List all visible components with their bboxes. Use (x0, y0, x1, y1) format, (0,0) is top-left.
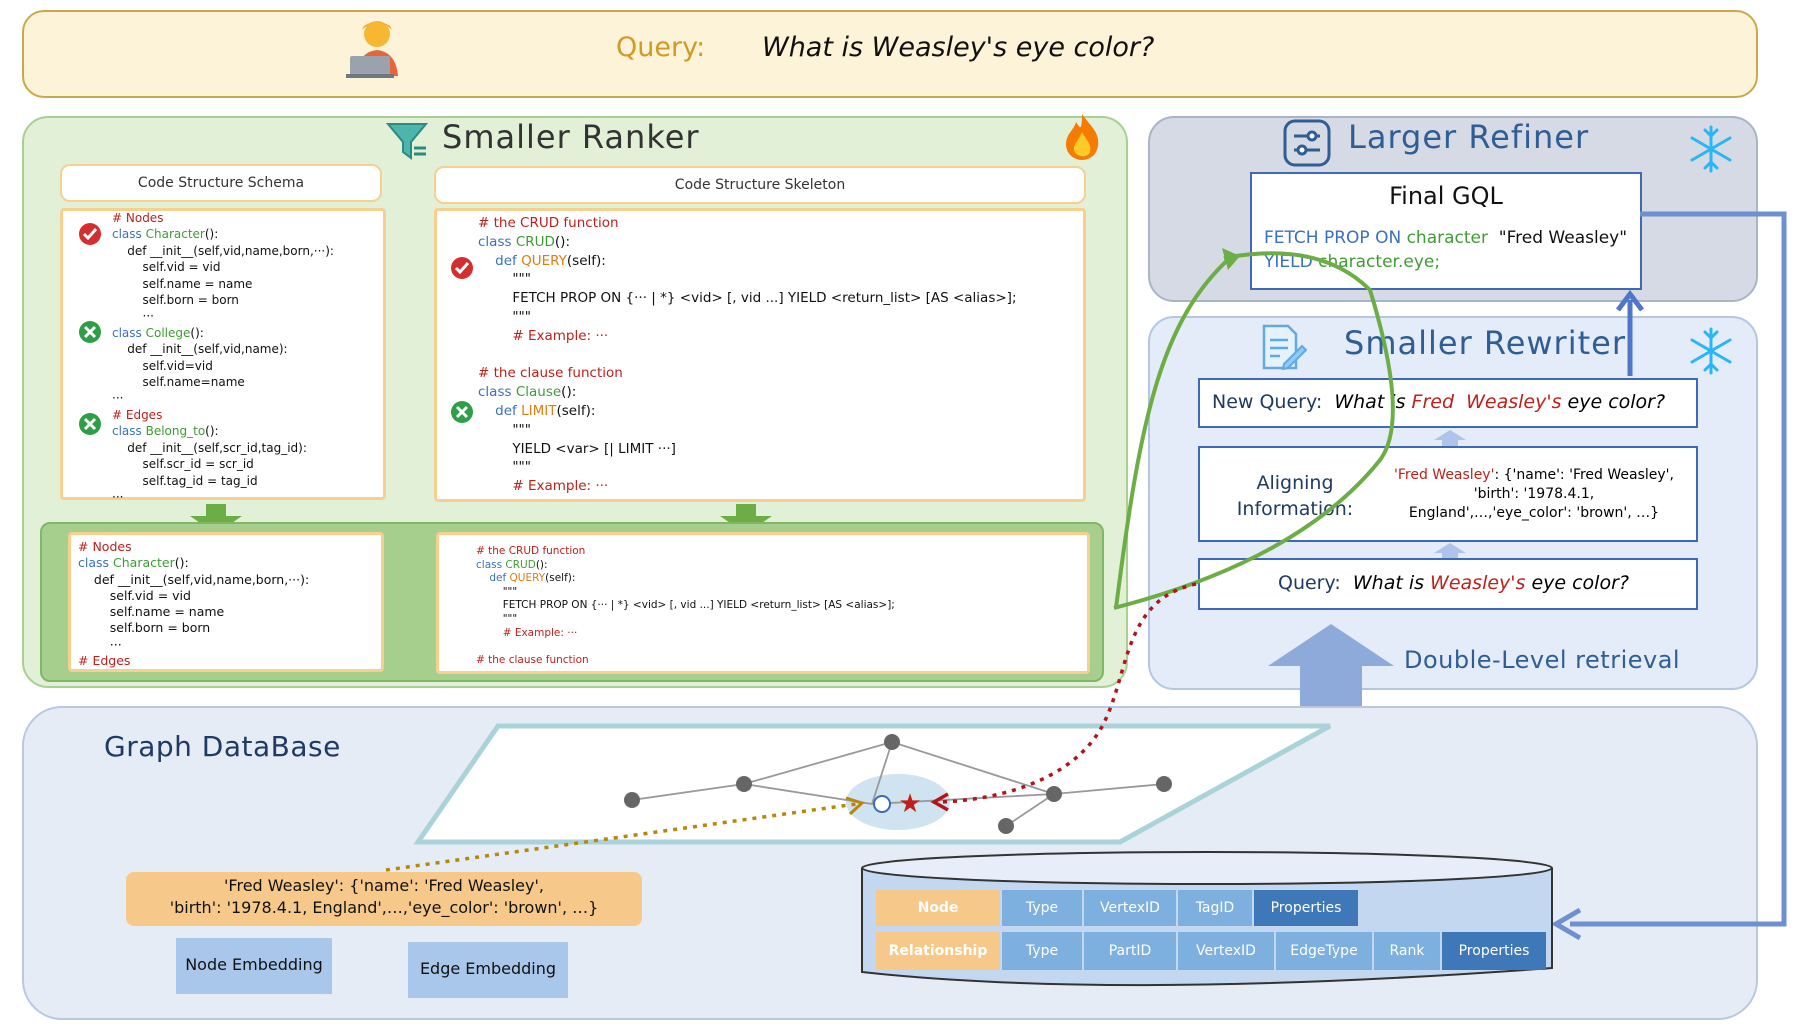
filter-icon (385, 123, 429, 160)
query-label: Query: (616, 32, 706, 63)
pruned-schema-code: # Nodes class Character(): def __init__(… (78, 539, 310, 669)
new-query-fred: Fred (1411, 391, 1455, 413)
final-gql-title: Final GQL (1389, 182, 1503, 210)
double-level-retrieval-label: Double-Level retrieval (1404, 646, 1681, 674)
pruned-skeleton-box (436, 532, 1090, 674)
graph-database-title: Graph DataBase (104, 730, 341, 763)
edge-embedding-box: Edge Embedding (408, 942, 568, 998)
table-row-label-node: Node (876, 890, 1000, 926)
snowflake-icon (1690, 125, 1732, 173)
original-query-text-end: eye color? (1531, 572, 1629, 594)
gql-vid: "Fred Weasley" (1498, 228, 1628, 248)
cross-icon (79, 413, 101, 435)
star-icon: ★ (898, 789, 921, 819)
table-cell: VertexID (1178, 932, 1274, 970)
final-gql-box (1250, 172, 1642, 290)
code-structure-schema-header: Code Structure Schema (60, 164, 382, 202)
up-arrow-icon (1434, 430, 1466, 448)
align-key: 'Fred Weasley' (1394, 467, 1495, 483)
fred-weasley-line-2: 'birth': '1978.4.1, England',…,'eye_colo… (169, 898, 599, 917)
ranker-to-refiner-arrow (1114, 254, 1234, 609)
table-cell: Type (1002, 932, 1082, 970)
table-cell: TagID (1178, 890, 1252, 926)
document-edit-icon (1262, 324, 1308, 371)
new-query-text: What is (1334, 391, 1406, 413)
code-structure-skeleton-header: Code Structure Skeleton (434, 166, 1086, 204)
final-gql-line-1: FETCH PROP ON character "Fred Weasley" (1264, 228, 1627, 248)
original-query-label: Query: (1278, 572, 1341, 594)
check-icon (451, 257, 473, 279)
graph-nodes (624, 734, 1172, 834)
cross-icon (79, 321, 101, 343)
fred-weasley-line-1: 'Fred Weasley': {'name': 'Fred Weasley', (224, 876, 544, 895)
table-row-label-relationship: Relationship (876, 932, 1000, 970)
gql-property: character.eye; (1318, 252, 1441, 272)
query-text: What is Weasley's eye color? (762, 32, 1155, 63)
gql-keyword: FETCH PROP ON (1264, 228, 1402, 248)
table-cell: Properties (1442, 932, 1546, 970)
target-node (873, 795, 891, 813)
sliders-icon (1283, 119, 1331, 167)
snowflake-icon (1690, 327, 1732, 375)
down-arrow-icon (190, 504, 242, 534)
smaller-ranker-title: Smaller Ranker (442, 118, 700, 156)
db-cylinder-top (861, 851, 1553, 885)
smaller-rewriter-title: Smaller Rewriter (1344, 324, 1626, 362)
fred-weasley-info-box (126, 872, 642, 926)
table-cell: Properties (1254, 890, 1358, 926)
pruned-skeleton-code: # the CRUD function class CRUD(): def QU… (476, 545, 895, 666)
new-query-label: New Query: (1212, 391, 1323, 413)
cross-icon (451, 401, 473, 423)
original-query-line: Query: What is Weasley's eye color? (1278, 572, 1629, 594)
new-query-box (1198, 378, 1698, 428)
code-structure-skeleton-box (434, 208, 1086, 502)
table-cell: EdgeType (1276, 932, 1372, 970)
schema-code: # Nodes class Character(): def __init__(… (112, 211, 334, 504)
up-arrow-icon (1434, 543, 1466, 561)
larger-refiner-title: Larger Refiner (1348, 118, 1590, 156)
table-cell: VertexID (1084, 890, 1176, 926)
pruned-schema-box (68, 532, 384, 672)
gql-to-db-arrow (1570, 211, 1787, 927)
gql-tag: character (1406, 228, 1488, 248)
user-laptop-icon (346, 21, 398, 78)
aligning-label-1: Aligning (1256, 472, 1334, 494)
table-cell: PartID (1084, 932, 1176, 970)
align-line-3: England',…,'eye_color': 'brown', …} (1408, 505, 1660, 521)
original-query-box (1198, 558, 1698, 610)
fire-icon (1066, 114, 1099, 160)
original-query-weasley: Weasley's (1430, 572, 1526, 594)
align-line-1: : {'name': 'Fred Weasley', (1494, 467, 1674, 483)
down-arrow-icon (720, 504, 772, 534)
big-up-arrow-icon (1268, 624, 1394, 706)
query-banner (22, 10, 1758, 98)
green-connector (1113, 251, 1395, 610)
new-query-weasley: Weasley's (1466, 391, 1562, 413)
original-query-text: What is (1352, 572, 1424, 594)
check-icon (79, 223, 101, 245)
aligning-information-box (1198, 446, 1698, 542)
new-query-line: New Query: What is Fred Weasley's eye co… (1212, 391, 1665, 413)
skeleton-code: # the CRUD function class CRUD(): def QU… (478, 215, 1017, 495)
table-cell: Type (1002, 890, 1082, 926)
node-embedding-box: Node Embedding (176, 938, 332, 994)
table-cell: Rank (1374, 932, 1440, 970)
aligning-information-text: 'Fred Weasley': {'name': 'Fred Weasley',… (1384, 466, 1684, 523)
code-structure-schema-box (60, 208, 386, 500)
new-query-text-end: eye color? (1567, 391, 1666, 413)
align-line-2: 'birth': '1978.4.1, (1473, 486, 1595, 502)
